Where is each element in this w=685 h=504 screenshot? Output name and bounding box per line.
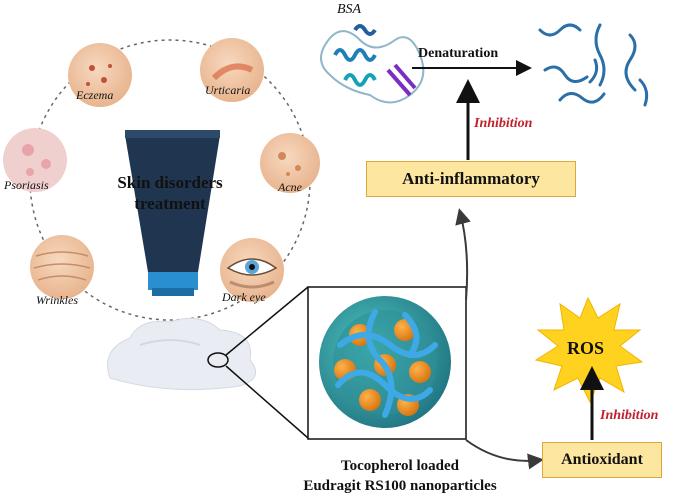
zoom-line-bottom (225, 365, 309, 439)
arrow-to-antioxidant (465, 439, 544, 470)
inhibition-label-bottom: Inhibition (600, 408, 659, 423)
nanoparticle (319, 296, 451, 428)
urticaria-image (200, 38, 264, 102)
arrow-to-anti-inflammatory (455, 208, 471, 301)
skin-title-line2: treatment (134, 194, 206, 213)
zoom-line-top (225, 286, 309, 356)
label-wrinkles: Wrinkles (36, 293, 78, 307)
label-psoriasis: Psoriasis (4, 178, 49, 192)
inhibition-label-top: Inhibition (474, 116, 533, 131)
skin-disorders-title: Skin disorders treatment (100, 172, 240, 214)
ros-label: ROS (567, 338, 605, 358)
bsa-protein (320, 24, 425, 104)
caption-line1: Tocopherol loaded (341, 458, 459, 474)
psoriasis-image (3, 128, 67, 192)
skin-title-line1: Skin disorders (117, 173, 223, 192)
ros-star (534, 296, 644, 404)
anti-inflammatory-box: Anti-inflammatory (366, 161, 576, 197)
cream-tube (125, 130, 220, 296)
cream-blob (107, 317, 257, 391)
denatured-strands (538, 23, 649, 107)
label-urticaria: Urticaria (205, 83, 251, 97)
denaturation-label: Denaturation (418, 46, 499, 61)
antioxidant-box: Antioxidant (542, 442, 662, 478)
dark-eye-image (220, 238, 284, 302)
nanoparticle-caption: Tocopherol loaded Eudragit RS100 nanopar… (250, 456, 550, 496)
label-eczema: Eczema (76, 88, 114, 102)
caption-line2: Eudragit RS100 nanoparticles (303, 478, 497, 494)
eczema-image (68, 43, 132, 107)
wrinkles-image (30, 235, 94, 299)
bsa-label: BSA (337, 2, 362, 17)
acne-image (260, 133, 320, 193)
label-dark-eye: Dark eye (222, 290, 266, 304)
zoom-spot (207, 352, 229, 368)
label-acne: Acne (278, 180, 302, 194)
